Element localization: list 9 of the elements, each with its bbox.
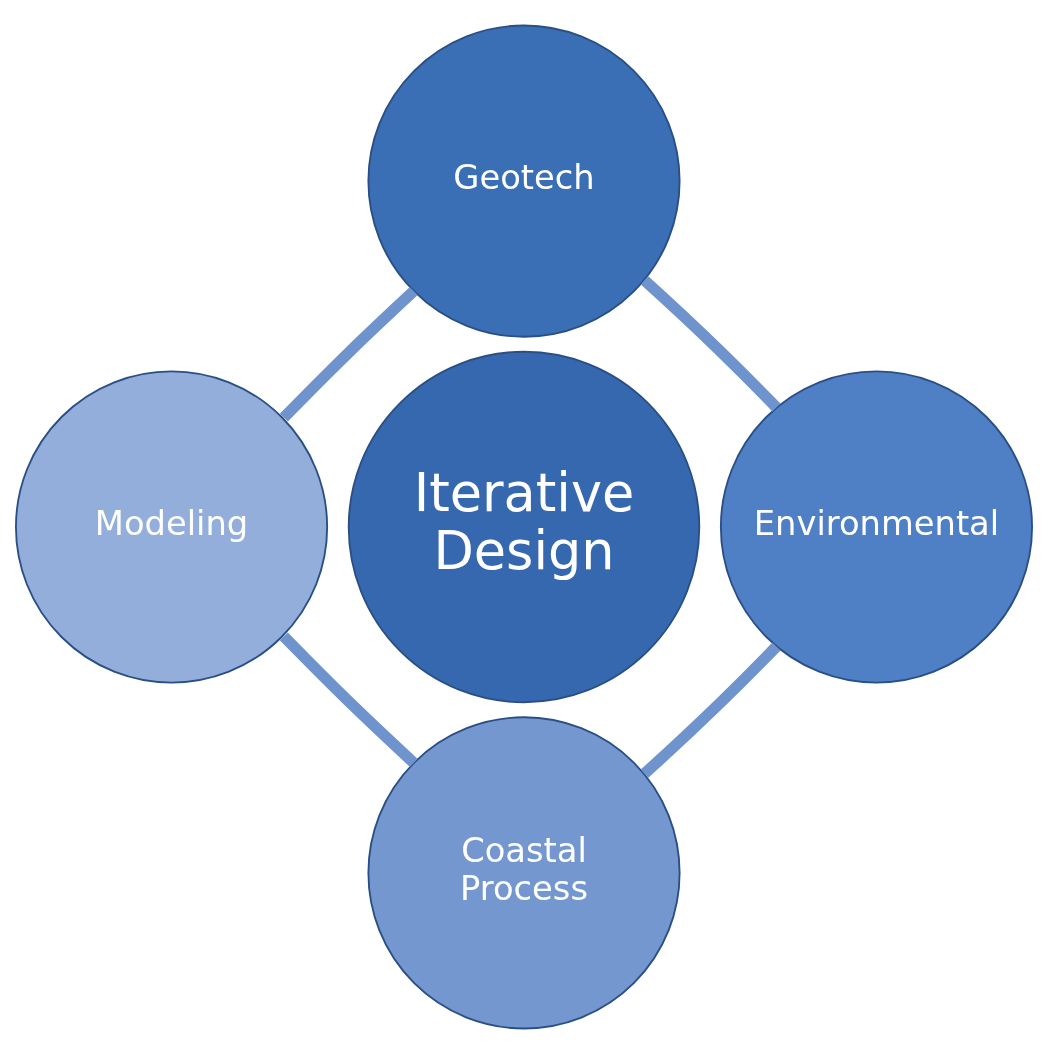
connector — [640, 642, 781, 778]
connector — [640, 275, 781, 411]
connector — [279, 286, 418, 422]
node-circle: Modeling — [15, 369, 329, 684]
node-circle: Geotech — [367, 24, 681, 338]
node-circle: Iterative Design — [347, 350, 701, 703]
node-circle: Coastal Process — [367, 715, 681, 1029]
connector — [279, 631, 418, 767]
node-circle: Environmental — [719, 369, 1033, 684]
